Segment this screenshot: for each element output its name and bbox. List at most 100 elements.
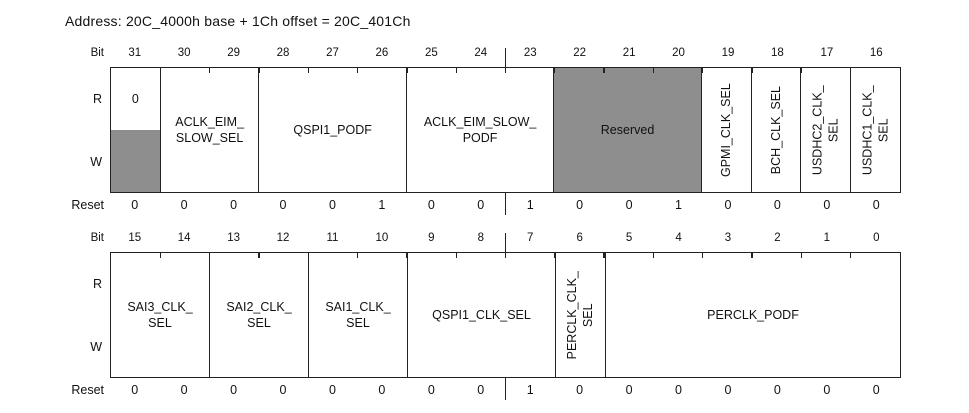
bit-number: 14 — [177, 232, 191, 244]
reset-value: 0 — [724, 198, 732, 212]
reset-value: 0 — [625, 198, 633, 212]
reset-value: 0 — [180, 383, 188, 397]
field-label: USDHC2_CLK_ SEL — [810, 85, 841, 175]
field-usdhc2-clk-sel: USDHC2_CLK_ SEL — [801, 68, 852, 192]
bit-number: 21 — [622, 47, 636, 59]
write-reserved-half — [111, 130, 160, 192]
reset-value: 0 — [872, 383, 880, 397]
bit-tick — [751, 253, 753, 258]
field-label: USDHC1_CLK_ SEL — [860, 85, 891, 175]
bit-number: 29 — [227, 47, 240, 59]
reset-value: 0 — [328, 383, 336, 397]
field-label: SAI1_CLK_ SEL — [325, 299, 391, 330]
bit-number: 12 — [276, 232, 290, 244]
field-label: QSPI1_CLK_SEL — [432, 307, 531, 322]
reset-value: 0 — [576, 198, 584, 212]
bit-tick — [406, 68, 408, 73]
reset-value: 0 — [427, 383, 435, 397]
bit-tick — [455, 68, 457, 73]
field-gpmi-clk-sel: GPMI_CLK_SEL — [702, 68, 752, 192]
bit-number: 2 — [774, 232, 781, 244]
bit-tick — [702, 253, 704, 258]
bit-number: 9 — [428, 232, 435, 244]
bit-number: 0 — [873, 232, 880, 244]
bit-number: 7 — [527, 232, 534, 244]
field-perclk-podf: PERCLK_PODF — [606, 253, 900, 377]
bit-tick — [258, 68, 260, 73]
bit-tick — [159, 68, 161, 73]
reset-value: 0 — [378, 383, 386, 397]
bit-tick — [800, 68, 803, 73]
bit-number: 3 — [724, 232, 732, 244]
field-sai2-clk-sel: SAI2_CLK_ SEL — [210, 253, 309, 377]
bit-number: 27 — [326, 47, 339, 59]
bit-tick — [307, 253, 309, 258]
bit-tick — [406, 253, 408, 258]
bit-tick — [603, 68, 605, 73]
reset-value: 0 — [131, 383, 139, 397]
reset-value: 0 — [477, 383, 485, 397]
bit-tick — [307, 68, 309, 73]
bit-number: 26 — [375, 47, 389, 59]
reset-value: 0 — [180, 198, 188, 212]
bit-label: Bit — [90, 232, 104, 244]
field-label: 0 — [131, 91, 139, 106]
byte-boundary-line — [504, 48, 507, 67]
bit-tick — [208, 68, 211, 73]
field-label: BCH_CLK_SEL — [768, 85, 783, 175]
write-label: W — [90, 339, 102, 354]
bit-number: 16 — [869, 47, 883, 59]
bit-tick — [554, 253, 556, 258]
field-label: PERCLK_PODF — [707, 307, 799, 322]
bit-tick — [258, 253, 260, 258]
bit-number: 4 — [675, 232, 682, 244]
bit-tick — [751, 68, 753, 73]
bit-tick — [652, 68, 655, 73]
read-label: R — [92, 276, 102, 291]
field-qspi1-clk-sel: QSPI1_CLK_SEL — [408, 253, 556, 377]
reset-value: 0 — [279, 383, 287, 397]
field-aclk-eim-slow-podf: ACLK_EIM_SLOW_ PODF — [407, 68, 555, 192]
byte-boundary-line — [504, 378, 507, 400]
field-label: ACLK_EIM_SLOW_ PODF — [423, 114, 537, 145]
field-sai1-clk-sel: SAI1_CLK_ SEL — [309, 253, 408, 377]
bit-number: 18 — [771, 47, 784, 59]
bit-number: 23 — [523, 47, 537, 59]
bit-tick — [455, 253, 457, 258]
bit-tick — [850, 253, 852, 258]
field-perclk-clk-sel: PERCLK_CLK_ SEL — [556, 253, 606, 377]
reset-value: 0 — [427, 198, 435, 212]
field-qspi1-podf: QSPI1_PODF — [259, 68, 407, 192]
bit-tick — [603, 253, 605, 258]
bit-tick — [504, 253, 507, 258]
bit-number: 30 — [177, 47, 191, 59]
reset-value: 0 — [872, 198, 880, 212]
bit-number: 19 — [721, 47, 735, 59]
bit-tick — [554, 68, 556, 73]
reset-value: 0 — [625, 383, 633, 397]
field-label: GPMI_CLK_SEL — [719, 83, 734, 177]
write-label: W — [90, 154, 102, 169]
reset-value: 0 — [576, 383, 584, 397]
reset-value: 0 — [823, 383, 831, 397]
field-bch-clk-sel: BCH_CLK_SEL — [752, 68, 802, 192]
reset-label: Reset — [71, 383, 104, 397]
bit-tick — [208, 253, 211, 258]
reset-value: 0 — [131, 198, 139, 212]
register-address-line: Address: 20C_4000h base + 1Ch offset = 2… — [65, 13, 411, 29]
field-label: ACLK_EIM_ SLOW_SEL — [175, 114, 245, 145]
